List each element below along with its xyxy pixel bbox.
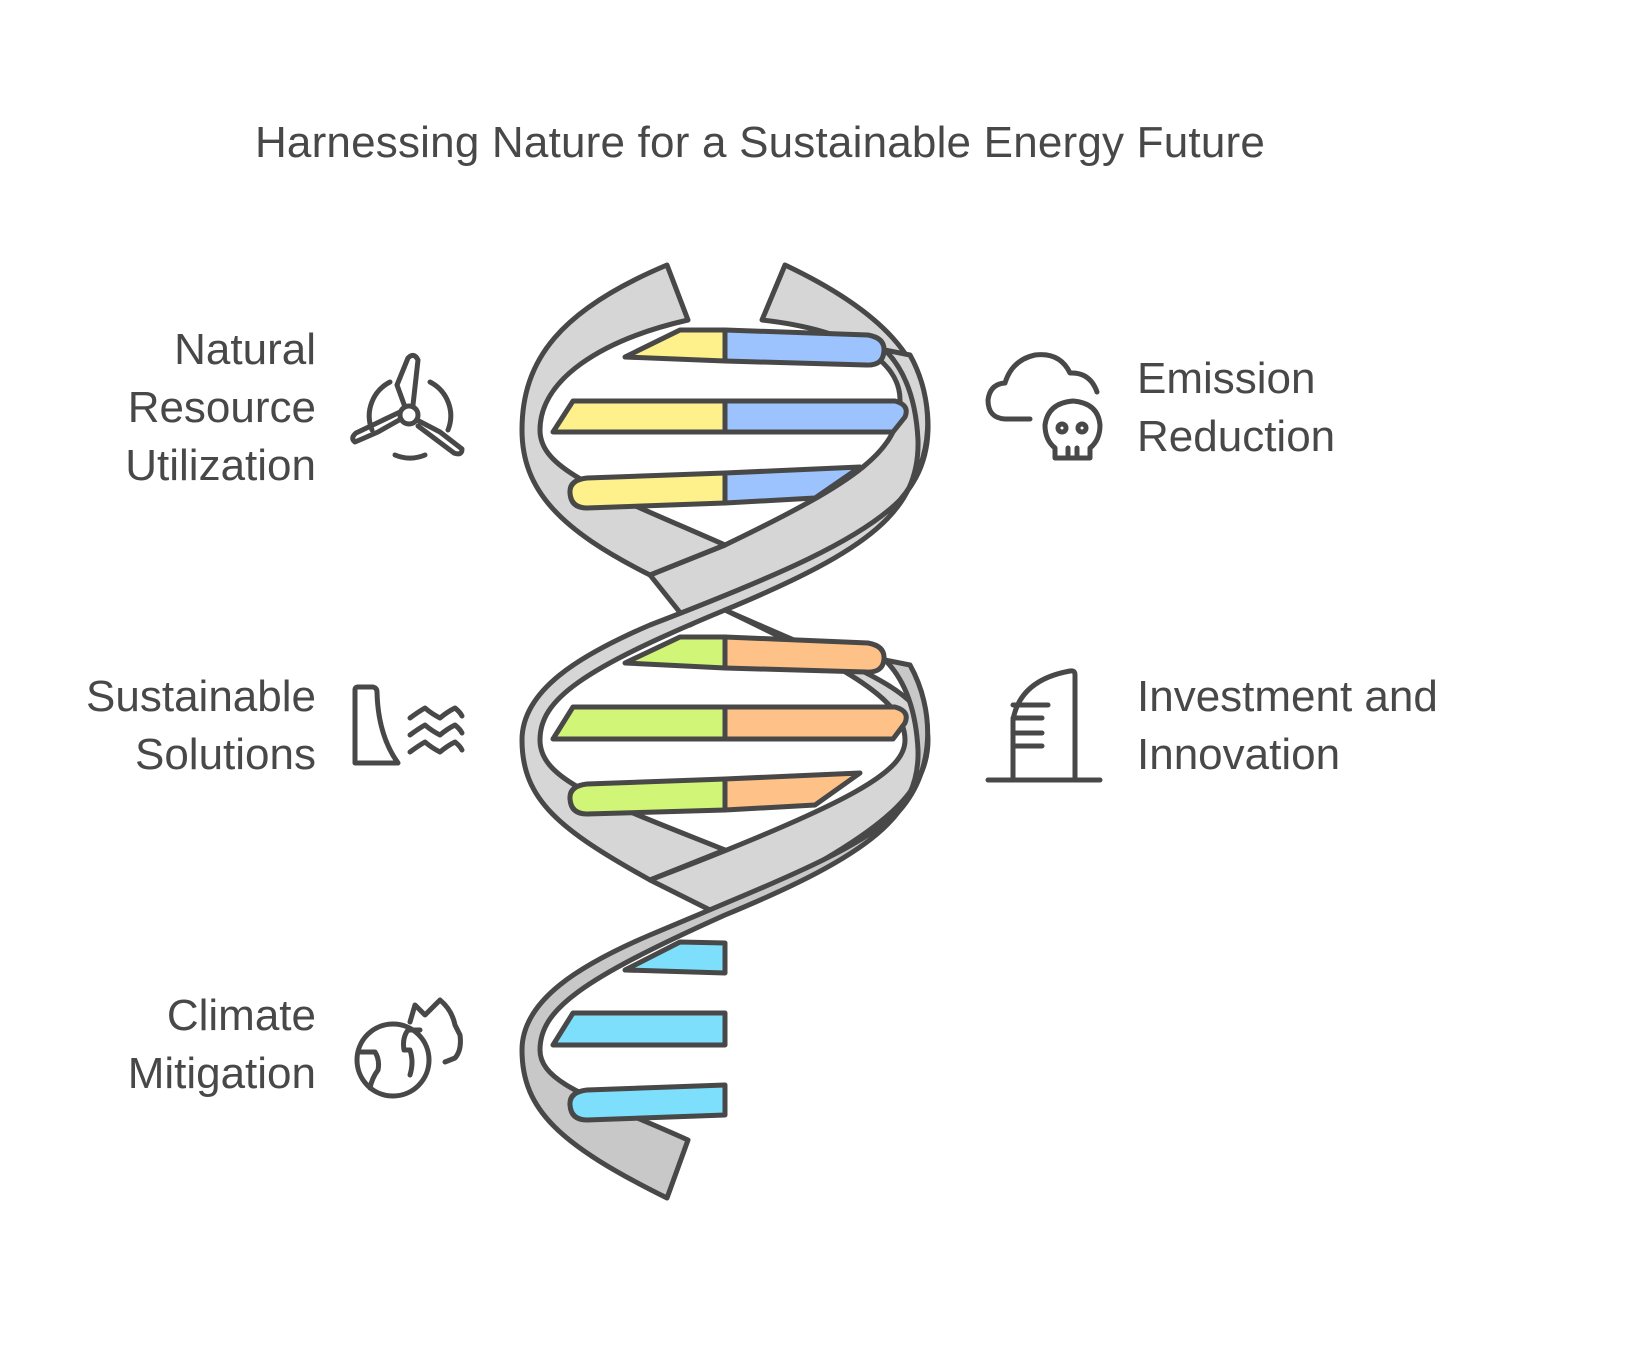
label-emission-reduction: Emission Reduction: [1137, 350, 1557, 466]
label-line: Utilization: [125, 441, 316, 490]
label-line: Investment and: [1137, 672, 1438, 721]
dam-water-icon: [352, 684, 465, 766]
skyscraper-icon: [985, 668, 1103, 783]
rung-group-3: [550, 939, 728, 1123]
helix-strand-front-bottom: [519, 657, 931, 1201]
label-climate-mitigation: Climate Mitigation: [16, 987, 316, 1103]
label-natural-resource-utilization: Natural Resource Utilization: [16, 321, 316, 495]
diagram-title: Harnessing Nature for a Sustainable Ener…: [254, 118, 1266, 167]
label-line: Climate: [166, 991, 316, 1040]
label-line: Natural: [174, 325, 316, 374]
rung-group-1: [550, 327, 909, 511]
label-line: Solutions: [134, 730, 316, 779]
label-line: Mitigation: [127, 1049, 316, 1098]
label-line: Reduction: [1137, 412, 1336, 461]
label-line: Sustainable: [86, 672, 316, 721]
globe-fire-icon: [354, 997, 463, 1099]
label-line: Emission: [1137, 354, 1316, 403]
label-investment-and-innovation: Investment and Innovation: [1137, 668, 1557, 784]
wind-turbine-icon: [350, 352, 465, 461]
label-sustainable-solutions: Sustainable Solutions: [16, 668, 316, 784]
label-line: Resource: [127, 383, 316, 432]
label-line: Innovation: [1137, 730, 1341, 779]
cloud-skull-icon: [985, 352, 1103, 461]
rung-group-2: [550, 634, 909, 817]
